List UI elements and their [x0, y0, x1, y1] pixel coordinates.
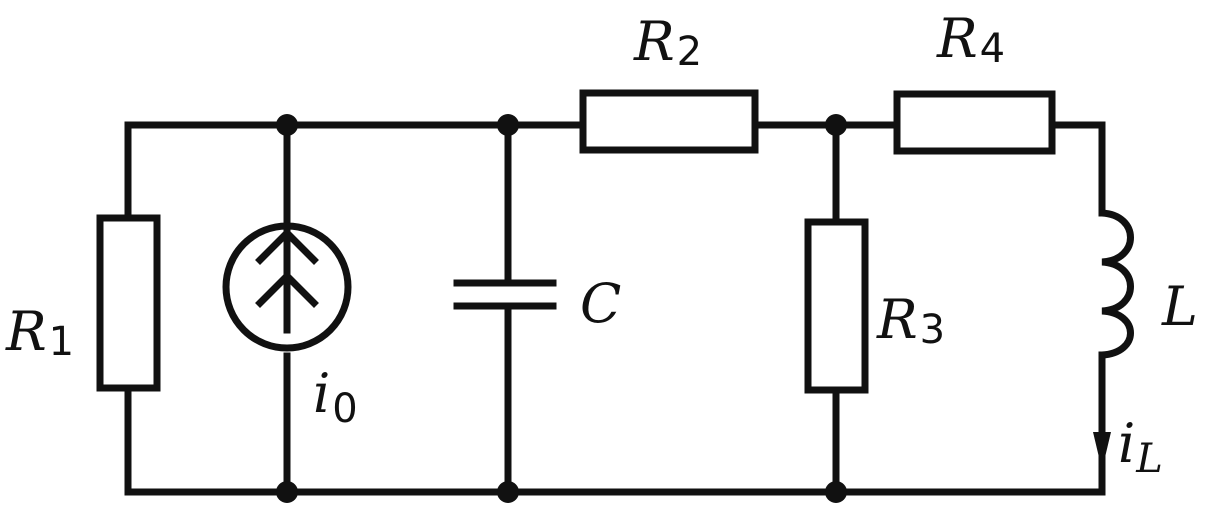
resistor-r1 [96, 214, 161, 392]
junction-node [276, 114, 298, 136]
resistor-r3 [804, 218, 869, 394]
inductor-l [1098, 209, 1134, 359]
label-c: C [580, 272, 621, 335]
current-arrow-il [1093, 432, 1111, 470]
junction-node [825, 481, 847, 503]
label-i0: i0 [313, 362, 358, 432]
junction-node [497, 481, 519, 503]
resistor-r4 [893, 90, 1056, 155]
current-source-arrow [255, 228, 319, 334]
label-r4: R4 [936, 7, 1005, 72]
label-r3: R3 [876, 288, 945, 353]
label-r1: R1 [5, 300, 74, 365]
junction-node [276, 481, 298, 503]
bottom-wire [124, 351, 1106, 496]
junction-node [497, 114, 519, 136]
label-l: L [1161, 275, 1198, 338]
label-il: iL [1118, 412, 1163, 482]
resistor-r2 [579, 89, 759, 154]
label-r2: R2 [633, 10, 702, 75]
capacitor-c [453, 279, 557, 310]
junction-node [825, 114, 847, 136]
